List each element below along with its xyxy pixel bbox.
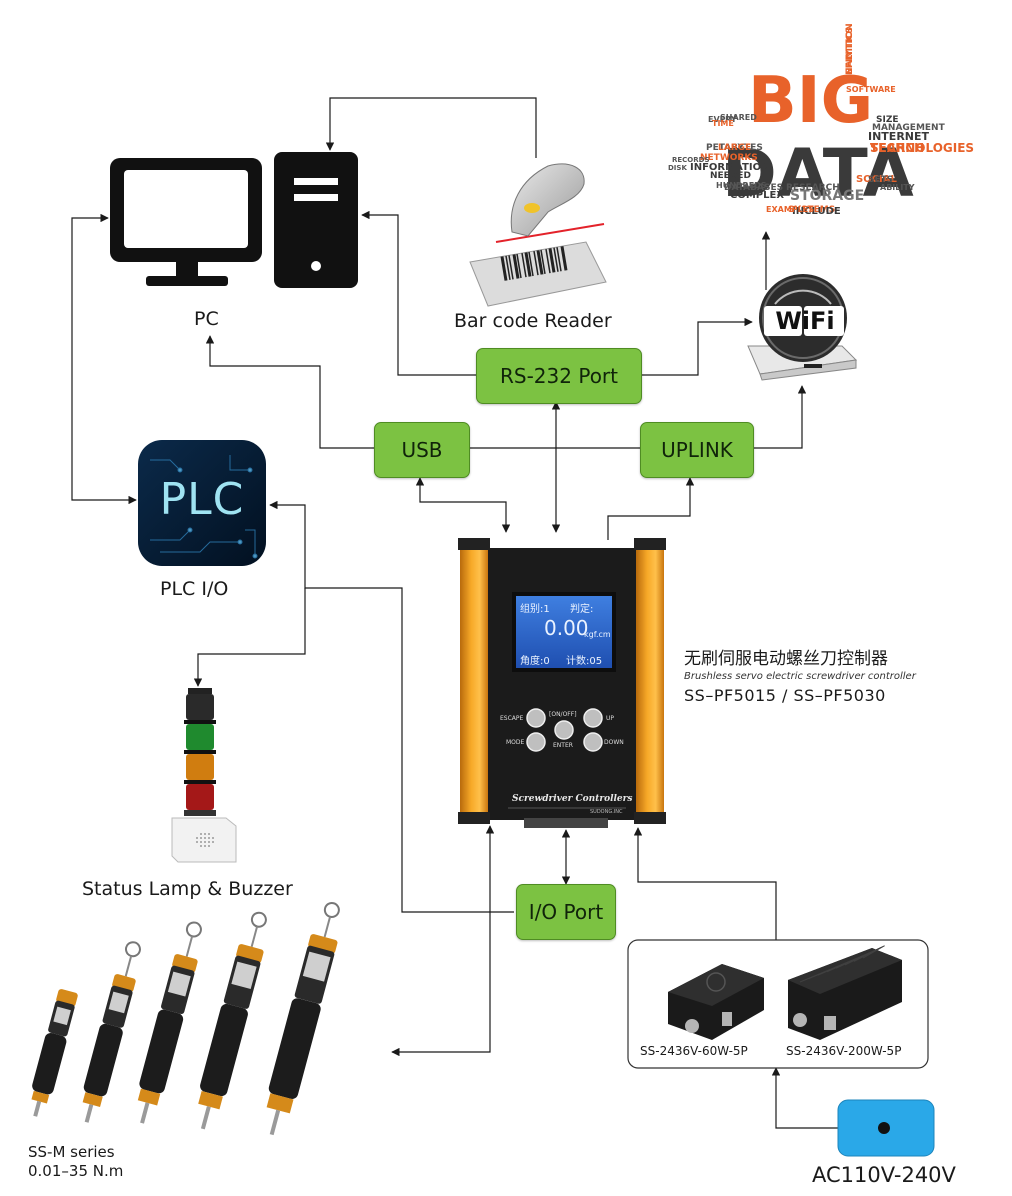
barcode-reader-label: Bar code Reader <box>454 310 612 332</box>
svg-text:COMPLEX: COMPLEX <box>730 190 784 201</box>
usb-port-box: USB <box>374 422 470 478</box>
svg-text:BIG: BIG <box>748 64 873 138</box>
svg-text:SHARED: SHARED <box>720 113 757 122</box>
line-controller-tools <box>391 825 495 1057</box>
controller-brand-sub: SUDONG.INC <box>590 809 623 815</box>
line-usb-controller <box>415 477 511 533</box>
svg-text:SETS: SETS <box>868 175 893 185</box>
psu-200w-label: SS-2436V-200W-5P <box>786 1044 902 1058</box>
io-port-box: I/O Port <box>516 884 616 940</box>
screwdriver-tools <box>31 901 340 1136</box>
svg-text:SEARCH: SEARCH <box>870 141 924 155</box>
svg-text:DISK: DISK <box>668 164 687 172</box>
line-rs232-to-wifi <box>640 317 753 376</box>
lcd-judge: 判定: <box>570 604 594 615</box>
line-rs232-to-pc <box>361 210 476 376</box>
line-lamp <box>193 588 306 687</box>
pc-label: PC <box>194 308 219 330</box>
lcd-group: 组别:1 <box>520 604 550 615</box>
pc-monitor-icon <box>110 158 262 286</box>
line-controller-uplink <box>607 477 695 540</box>
barcode-reader-icon <box>469 163 607 307</box>
status-lamp-icon <box>171 688 237 863</box>
controller-title-en: Brushless servo electric screwdriver con… <box>684 671 916 682</box>
lcd-value: 0.00 <box>544 616 589 640</box>
power-socket-icon <box>837 1099 935 1157</box>
svg-text:INFORMATION: INFORMATION <box>690 162 769 173</box>
plc-icon <box>138 440 266 566</box>
svg-text:RESEARCH: RESEARCH <box>786 183 840 193</box>
controller-brand: Screwdriver Controllers <box>512 794 633 804</box>
controller-title-cn: 无刷伺服电动螺丝刀控制器 <box>684 649 888 669</box>
connections <box>71 97 838 1129</box>
btn-up-label: UP <box>606 715 615 722</box>
svg-text:DATABASES: DATABASES <box>724 183 783 193</box>
power-input-label: AC110V-240V <box>812 1163 956 1187</box>
btn-mode-label: MODE <box>506 739 525 746</box>
wifi-logo-text: WiFi <box>764 305 846 337</box>
svg-text:HUNDREDS: HUNDREDS <box>716 181 767 190</box>
line-uplink-to-wifi <box>752 385 807 449</box>
svg-text:EXAMPLES: EXAMPLES <box>766 205 814 214</box>
svg-text:INTERNET: INTERNET <box>868 130 930 143</box>
btn-escape-label: ESCAPE <box>500 715 524 722</box>
line-power-psu <box>771 1067 838 1129</box>
btn-onoff-label: [ON/OFF] <box>549 711 577 718</box>
btn-down-label: DOWN <box>604 739 624 746</box>
svg-text:ANALYTICS: ANALYTICS <box>845 27 855 82</box>
svg-text:SOCIAL: SOCIAL <box>856 174 898 185</box>
lcd-angle: 角度:0 <box>520 656 550 667</box>
svg-text:DATA: DATA <box>722 135 914 212</box>
btn-enter-label: ENTER <box>553 742 573 749</box>
line-barcode-to-pc <box>325 97 537 158</box>
tools-range: 0.01–35 N.m <box>28 1162 124 1180</box>
svg-text:DEFINITION: DEFINITION <box>845 23 855 82</box>
svg-text:SOFTWARE: SOFTWARE <box>846 85 896 94</box>
pc-tower-icon <box>274 152 358 288</box>
lcd-count: 计数:05 <box>566 656 603 667</box>
svg-text:NETWORKS: NETWORKS <box>700 153 758 163</box>
status-lamp-label: Status Lamp & Buzzer <box>82 878 293 900</box>
psu-200w-icon <box>788 945 902 1040</box>
svg-text:SIZE: SIZE <box>876 115 899 125</box>
controller-title: 无刷伺服电动螺丝刀控制器 Brushless servo electric sc… <box>684 644 916 705</box>
svg-text:EVERY: EVERY <box>708 115 737 124</box>
svg-text:LARGE: LARGE <box>718 143 751 153</box>
lcd-screen: 组别:1 判定: 0.00 kgf.cm 角度:0 计数:05 <box>516 596 612 668</box>
svg-text:MANAGEMENT: MANAGEMENT <box>872 123 946 133</box>
controller-model: SS–PF5015 / SS–PF5030 <box>684 686 886 705</box>
svg-text:INCLUDE: INCLUDE <box>792 206 841 217</box>
lcd-unit: kgf.cm <box>584 630 611 639</box>
psu-60w-icon <box>668 964 764 1040</box>
line-psu-controller <box>633 827 777 940</box>
rs232-port-box: RS-232 Port <box>476 348 642 404</box>
screwdriver-controller <box>458 538 666 828</box>
uplink-port-box: UPLINK <box>640 422 754 478</box>
svg-text:TIME: TIME <box>712 119 734 128</box>
svg-text:STORAGE: STORAGE <box>790 188 864 204</box>
psu-60w-label: SS-2436V-60W-5P <box>640 1044 748 1058</box>
plc-label: PLC I/O <box>160 578 229 600</box>
svg-text:SYSTEMS: SYSTEMS <box>788 205 835 215</box>
svg-text:PETABYTES: PETABYTES <box>706 143 763 153</box>
svg-text:ABILITY: ABILITY <box>880 183 915 192</box>
svg-text:NEEDED: NEEDED <box>710 171 751 181</box>
svg-text:RECORDS: RECORDS <box>672 156 710 164</box>
svg-text:TECHNOLOGIES: TECHNOLOGIES <box>870 141 974 155</box>
line-pc-plc <box>71 213 137 505</box>
line-usb-to-pc <box>205 335 374 449</box>
tools-label: SS-M series 0.01–35 N.m <box>28 1143 123 1181</box>
tools-series: SS-M series <box>28 1143 115 1161</box>
plc-icon-text: PLC <box>159 474 245 525</box>
wifi-router-icon <box>747 274 858 381</box>
wifi-text: WiFi <box>775 307 835 335</box>
